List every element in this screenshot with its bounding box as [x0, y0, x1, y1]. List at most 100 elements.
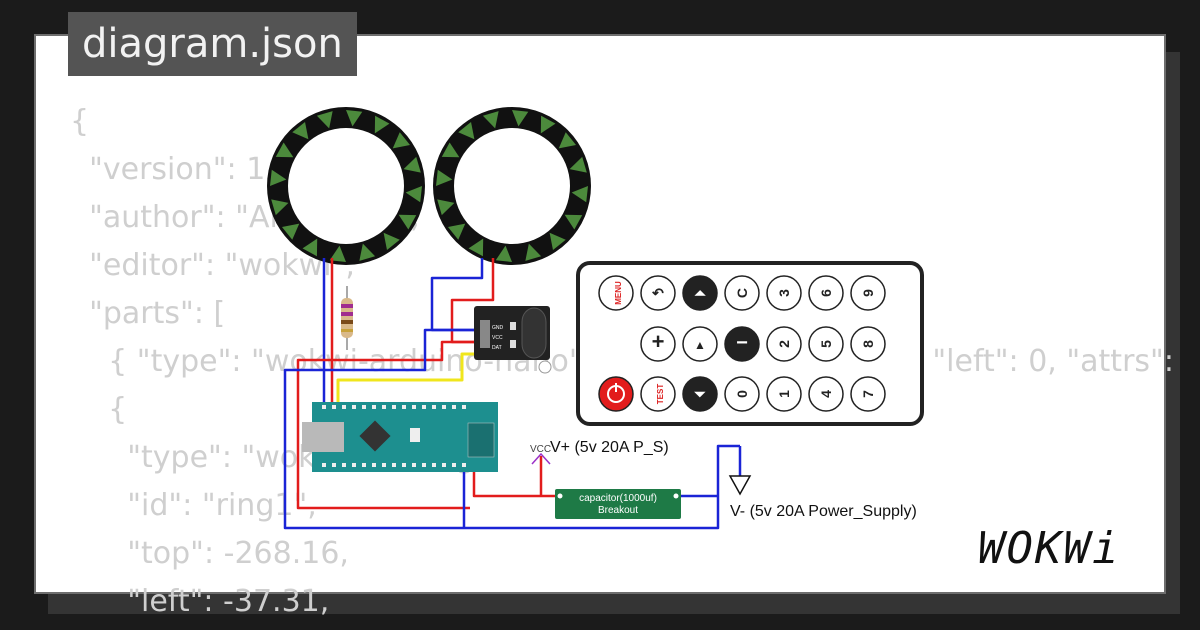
- remote-key[interactable]: C: [724, 275, 760, 311]
- ring-led: [564, 214, 583, 230]
- nano-pin: [412, 463, 416, 467]
- ir-pin-vcc: VCC: [492, 335, 503, 341]
- remote-key[interactable]: 7: [850, 376, 886, 412]
- remote-key[interactable]: 9: [850, 275, 886, 311]
- remote-key[interactable]: 4: [808, 376, 844, 412]
- remote-key[interactable]: +: [640, 326, 676, 362]
- nano-pin: [342, 463, 346, 467]
- nano-pin: [382, 463, 386, 467]
- remote-key[interactable]: 5: [808, 326, 844, 362]
- ir-pin-dat: DAT: [492, 345, 502, 351]
- wokwi-logo: WOKWi: [978, 523, 1121, 574]
- code-line: "top": -268.16,: [127, 536, 349, 571]
- svg-text:0: 0: [734, 390, 750, 398]
- nano-pin: [352, 463, 356, 467]
- ring-led: [571, 186, 588, 203]
- svg-text:6: 6: [818, 289, 834, 297]
- remote-key[interactable]: 2: [766, 326, 802, 362]
- svg-text:9: 9: [860, 289, 876, 297]
- nano-pin: [372, 405, 376, 409]
- svg-text:4: 4: [818, 390, 834, 398]
- ring-led: [281, 223, 300, 240]
- ring-led: [540, 115, 556, 134]
- ring-led: [436, 169, 453, 186]
- arduino-nano[interactable]: [302, 402, 498, 472]
- svg-text:TEST: TEST: [656, 384, 665, 405]
- remote-key[interactable]: ↶: [640, 275, 676, 311]
- nano-pin: [332, 463, 336, 467]
- wire-ir-vcc: [296, 340, 478, 510]
- remote-key[interactable]: MENU: [598, 275, 634, 311]
- ring-led: [468, 238, 484, 257]
- ring-led: [441, 142, 460, 158]
- ir-pin-gnd: GND: [492, 325, 504, 331]
- remote-key[interactable]: ⏷: [682, 376, 718, 412]
- nano-pin: [352, 405, 356, 409]
- ring-led: [482, 111, 499, 129]
- nano-pin: [362, 405, 366, 409]
- vminus-label: V- (5v 20A Power_Supply): [730, 503, 917, 520]
- nano-pin: [372, 463, 376, 467]
- code-line: "parts": [: [89, 296, 226, 331]
- nano-pin: [432, 463, 436, 467]
- ring-led: [374, 115, 390, 134]
- remote-key[interactable]: TEST: [640, 376, 676, 412]
- nano-pin: [362, 463, 366, 467]
- svg-text:C: C: [734, 288, 750, 298]
- svg-text:3: 3: [776, 289, 792, 297]
- ring-led: [405, 186, 422, 203]
- remote-key[interactable]: 8: [850, 326, 886, 362]
- ring-led: [383, 232, 400, 251]
- code-line: "version": 1,: [89, 152, 275, 187]
- capacitor-breakout[interactable]: capacitor(1000uf) Breakout: [555, 489, 681, 519]
- ring-led: [403, 156, 421, 173]
- wires: [283, 258, 742, 530]
- resistor[interactable]: [341, 286, 353, 350]
- nano-pin: [452, 405, 456, 409]
- remote-key[interactable]: −: [724, 326, 760, 362]
- remote-key[interactable]: ▲: [682, 326, 718, 362]
- nano-pin: [402, 463, 406, 467]
- nano-pin: [442, 405, 446, 409]
- svg-text:7: 7: [860, 390, 876, 398]
- nano-pin: [452, 463, 456, 467]
- ring-led: [398, 214, 417, 230]
- nano-pin: [342, 405, 346, 409]
- ring-led: [525, 243, 542, 261]
- remote-key[interactable]: 0: [724, 376, 760, 412]
- ring-led: [569, 156, 587, 173]
- ring-led: [270, 169, 287, 186]
- ring-led: [458, 121, 475, 140]
- remote-key[interactable]: ⏶: [682, 275, 718, 311]
- code-line: "left": -37.31,: [127, 584, 330, 619]
- remote-key[interactable]: [598, 376, 634, 412]
- svg-text:▲: ▲: [694, 338, 706, 352]
- vplus-label: V+ (5v 20A P_S): [550, 439, 669, 456]
- nano-pin: [402, 405, 406, 409]
- page-title: diagram.json: [68, 12, 357, 76]
- nano-pin: [442, 463, 446, 467]
- ring-led: [447, 223, 466, 240]
- nano-pin: [382, 405, 386, 409]
- gnd-symbol: V- (5v 20A Power_Supply): [728, 475, 917, 520]
- ir-receiver[interactable]: GND VCC DAT: [474, 306, 552, 374]
- remote-key[interactable]: 1: [766, 376, 802, 412]
- remote-key[interactable]: 6: [808, 275, 844, 311]
- nano-pin: [322, 463, 326, 467]
- led-ring-1[interactable]: [267, 107, 425, 265]
- ring-led: [512, 110, 529, 127]
- ring-led: [549, 232, 566, 251]
- svg-text:⏶: ⏶: [694, 285, 706, 301]
- remote-key[interactable]: 3: [766, 275, 802, 311]
- svg-text:−: −: [736, 332, 748, 354]
- nano-pin: [322, 405, 326, 409]
- ring-led: [329, 245, 346, 262]
- nano-pin: [412, 405, 416, 409]
- nano-pin: [462, 405, 466, 409]
- ring-led: [392, 132, 411, 149]
- capacitor-label: capacitor(1000uf): [579, 493, 657, 504]
- nano-pin: [332, 405, 336, 409]
- led-ring-2[interactable]: [433, 107, 591, 265]
